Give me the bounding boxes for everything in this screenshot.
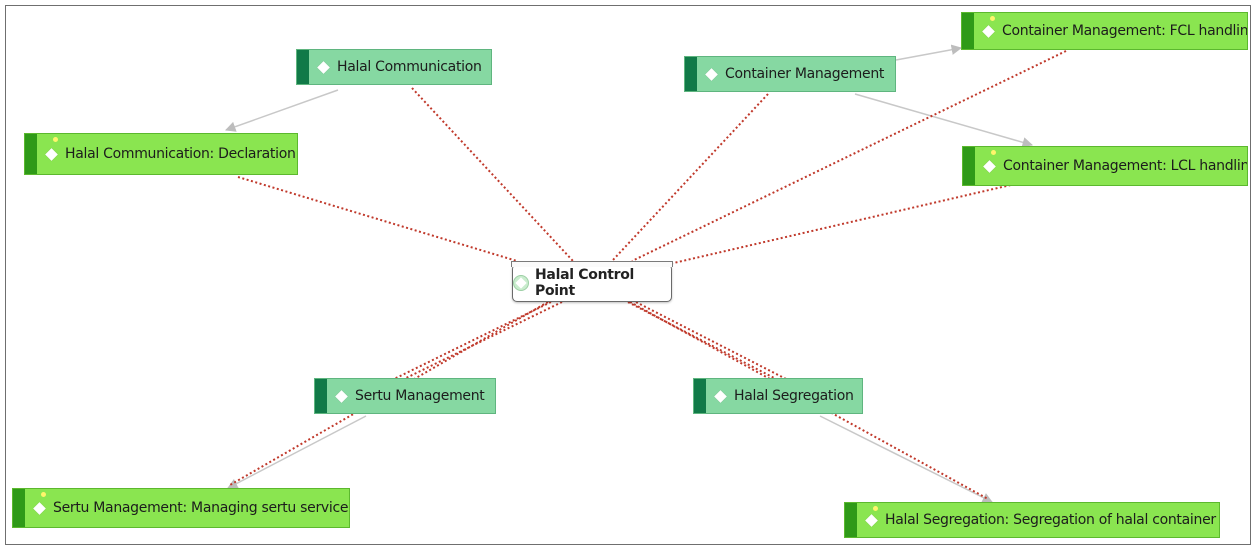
topic-stripe — [315, 379, 327, 413]
topic-label: Halal Communication — [337, 59, 482, 75]
subtopic-container-lcl[interactable]: Container Management: LCL handling — [962, 146, 1248, 186]
diamond-icon — [33, 501, 46, 515]
central-topic-tab — [511, 261, 673, 267]
topic-sertu-management[interactable]: Sertu Management — [314, 378, 496, 414]
topic-label: Halal Segregation — [734, 388, 854, 404]
diamond-icon — [317, 60, 330, 74]
diamond-icon — [982, 24, 995, 38]
hierarchy-line-container-fcl — [895, 44, 963, 61]
topic-label: Container Management — [725, 66, 885, 82]
relation-line-halal-communication — [411, 87, 574, 262]
topic-container-management[interactable]: Container Management — [684, 56, 896, 92]
hierarchy-line-sertu-managing — [227, 415, 367, 489]
diamond-icon — [45, 147, 58, 161]
subtopic-stripe — [962, 13, 974, 49]
relation-line-sertu-management-a — [391, 299, 556, 381]
central-topic-label: Halal Control Point — [535, 267, 635, 299]
concept-icon — [513, 275, 529, 291]
subtopic-label: Halal Segregation: Segregation of halal … — [885, 512, 1216, 528]
hierarchy-line-communication-declaration — [225, 89, 339, 132]
subtopic-segregation-container[interactable]: Halal Segregation: Segregation of halal … — [844, 502, 1220, 538]
subtopic-sertu-managing[interactable]: Sertu Management: Managing sertu service — [12, 488, 350, 528]
relation-line-container-management — [611, 93, 769, 262]
topic-stripe — [694, 379, 706, 413]
sparkle-icon — [990, 16, 995, 21]
subtopic-container-fcl[interactable]: Container Management: FCL handling — [961, 12, 1248, 50]
diamond-icon — [983, 159, 996, 173]
subtopic-label: Sertu Management: Managing sertu service — [53, 500, 349, 516]
relation-line-communication-declaration — [237, 176, 518, 262]
diamond-icon — [865, 513, 878, 527]
topic-label: Sertu Management — [355, 388, 485, 404]
sparkle-icon — [53, 137, 58, 142]
subtopic-label: Container Management: LCL handling — [1003, 158, 1248, 174]
topic-stripe — [297, 50, 309, 84]
subtopic-communication-declaration[interactable]: Halal Communication: Declaration — [24, 133, 298, 175]
hierarchy-line-segregation-container — [819, 415, 993, 503]
central-topic[interactable]: Halal Control Point — [511, 261, 673, 302]
sparkle-icon — [991, 150, 996, 155]
diamond-icon — [714, 389, 727, 403]
diamond-icon — [335, 389, 348, 403]
subtopic-stripe — [25, 134, 37, 174]
subtopic-label: Container Management: FCL handling — [1002, 23, 1248, 39]
topic-stripe — [685, 57, 697, 91]
subtopic-stripe — [963, 147, 975, 185]
relation-line-halal-segregation-b — [631, 299, 789, 381]
sparkle-icon — [873, 506, 878, 511]
sparkle-icon — [41, 492, 46, 497]
subtopic-stripe — [13, 489, 25, 527]
subtopic-stripe — [845, 503, 857, 537]
topic-halal-communication[interactable]: Halal Communication — [296, 49, 492, 85]
topic-halal-segregation[interactable]: Halal Segregation — [693, 378, 863, 414]
hierarchy-line-container-lcl — [854, 93, 1034, 148]
subtopic-label: Halal Communication: Declaration — [65, 146, 296, 162]
diamond-icon — [705, 67, 718, 81]
relation-line-container-fcl — [631, 50, 1067, 262]
relation-line-container-lcl — [664, 183, 1016, 266]
